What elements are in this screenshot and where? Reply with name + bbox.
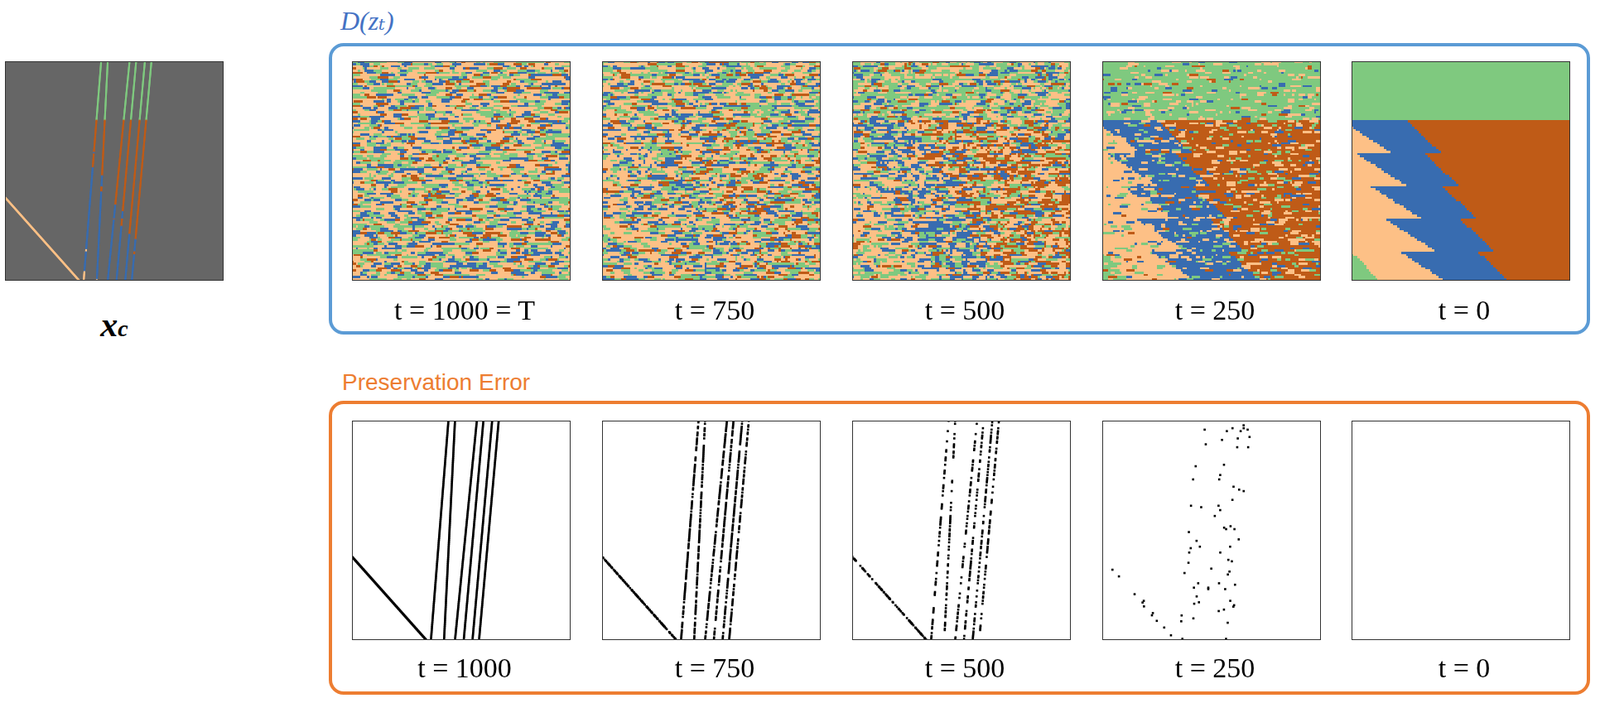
timestep-label: t = 1000 = T	[394, 294, 535, 327]
panel-heading: D(zₜ)	[340, 4, 395, 37]
decoded-sample	[351, 61, 571, 281]
timestep-label: t = 250	[1175, 652, 1256, 685]
timestep-label: t = 1000	[417, 652, 512, 685]
condition-image	[4, 61, 224, 281]
timestep-label: t = 250	[1175, 294, 1256, 327]
timestep-label: t = 750	[674, 294, 756, 327]
error-map	[1102, 420, 1321, 641]
timestep-label: t = 0	[1438, 294, 1491, 327]
error-map	[351, 420, 571, 641]
timestep-label: t = 500	[925, 294, 1006, 327]
timestep-label: t = 750	[674, 652, 756, 685]
decoded-sample	[852, 61, 1071, 281]
decoded-sample	[1351, 61, 1571, 281]
panel-frame: Preservation Errort = 1000t = 750t = 500…	[328, 400, 1591, 695]
error-map	[602, 420, 821, 641]
panel-heading: Preservation Error	[342, 369, 531, 396]
timestep-label: t = 0	[1438, 652, 1491, 685]
image-label: xc	[100, 304, 128, 345]
error-map	[1351, 420, 1571, 641]
decoded-sample	[1102, 61, 1321, 281]
error-map	[852, 420, 1071, 641]
timestep-label: t = 500	[925, 652, 1006, 685]
decoded-sample	[602, 61, 821, 281]
panel-frame: D(zₜ)t = 1000 = Tt = 750t = 500t = 250t …	[328, 43, 1591, 335]
